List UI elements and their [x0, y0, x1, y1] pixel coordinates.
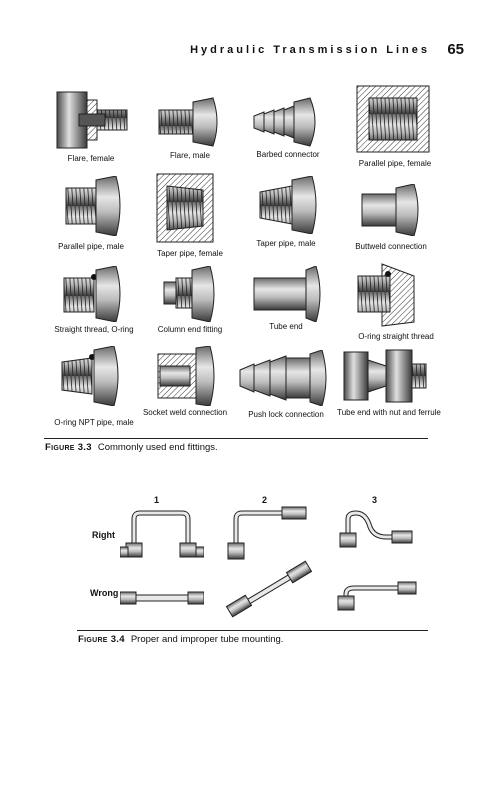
right-mounting-3-illustration — [336, 505, 416, 557]
figure-3-3-number: Figure 3.3 — [45, 442, 92, 453]
wrong-mounting-2-illustration — [224, 560, 314, 620]
right-mounting-2-illustration — [224, 505, 314, 565]
oring-straight-thread-illustration — [352, 262, 428, 328]
label-parallel-pipe-female: Parallel pipe, female — [358, 159, 432, 168]
push-lock-illustration — [236, 350, 332, 406]
figure-3-4-number: Figure 3.4 — [78, 634, 125, 645]
label-barbed-connector: Barbed connector — [256, 150, 320, 159]
wrong-mounting-1-illustration — [120, 586, 204, 610]
column-end-fitting-illustration — [160, 266, 220, 322]
label-tube-end: Tube end — [269, 322, 303, 331]
page-number: 65 — [447, 41, 464, 58]
label-straight-thread-oring: Straight thread, O-ring — [54, 325, 134, 334]
label-tube-end-nut-ferrule: Tube end with nut and ferrule — [337, 408, 441, 417]
row-label-right: Right — [92, 530, 115, 540]
parallel-pipe-female-illustration — [355, 84, 431, 154]
tube-end-illustration — [250, 266, 326, 322]
figure-3-3-caption: Figure 3.3 Commonly used end fittings. — [45, 442, 218, 453]
label-parallel-pipe-male: Parallel pipe, male — [58, 242, 124, 251]
socket-weld-illustration — [156, 346, 218, 406]
label-oring-straight-thread: O-ring straight thread — [358, 332, 434, 341]
running-title: Hydraulic Transmission Lines — [190, 44, 430, 56]
row-label-wrong: Wrong — [90, 588, 119, 598]
column-number-1: 1 — [154, 495, 160, 505]
figure-3-3-rule — [44, 438, 428, 439]
label-push-lock: Push lock connection — [248, 410, 324, 419]
label-flare-male: Flare, male — [169, 151, 210, 160]
figure-3-4-caption-text: Proper and improper tube mounting. — [130, 634, 284, 645]
flare-female-illustration — [55, 88, 135, 152]
barbed-connector-illustration — [250, 96, 324, 148]
label-column-end-fitting: Column end fitting — [157, 325, 223, 334]
buttweld-connection-illustration — [358, 184, 424, 236]
label-buttweld-connection: Buttweld connection — [355, 242, 427, 251]
parallel-pipe-male-illustration — [62, 176, 126, 236]
column-number-3: 3 — [372, 495, 378, 505]
figure-3-3-caption-text: Commonly used end fittings. — [97, 442, 218, 453]
straight-thread-oring-illustration — [60, 266, 126, 322]
label-taper-pipe-female: Taper pipe, female — [157, 249, 223, 258]
taper-pipe-female-illustration — [155, 172, 215, 244]
flare-male-illustration — [155, 96, 225, 148]
taper-pipe-male-illustration — [256, 176, 322, 234]
label-taper-pipe-male: Taper pipe, male — [256, 239, 316, 248]
label-socket-weld: Socket weld connection — [142, 408, 228, 417]
column-number-2: 2 — [262, 495, 268, 505]
running-header: Hydraulic Transmission Lines 65 — [0, 41, 502, 62]
right-mounting-1-illustration — [120, 505, 204, 565]
label-oring-npt-male: O-ring NPT pipe, male — [54, 418, 134, 427]
figure-3-4-rule — [77, 630, 428, 631]
label-flare-female: Flare, female — [67, 154, 115, 163]
wrong-mounting-3-illustration — [334, 578, 418, 612]
figure-3-4-caption: Figure 3.4 Proper and improper tube mount… — [78, 634, 283, 645]
oring-npt-male-illustration — [58, 346, 124, 406]
tube-end-nut-ferrule-illustration — [342, 346, 430, 406]
